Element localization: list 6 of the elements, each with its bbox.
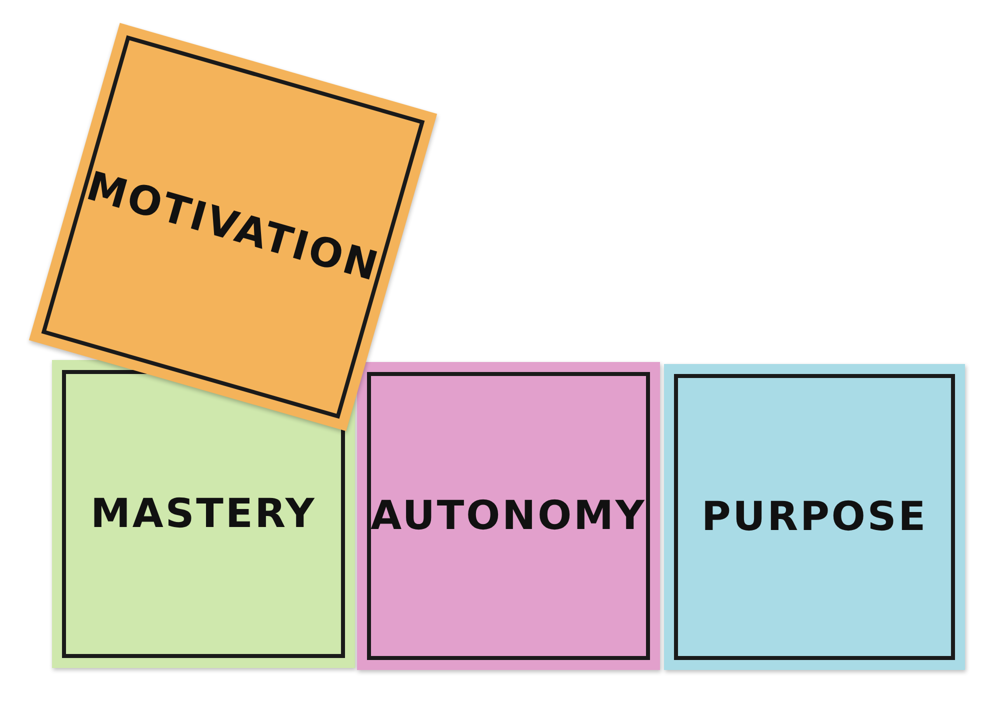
note-text: AUTONOMY xyxy=(370,493,646,539)
sticky-note xyxy=(357,362,660,670)
sticky-note xyxy=(52,360,355,668)
sticky-note xyxy=(664,364,965,670)
note-text: PURPOSE xyxy=(701,494,928,540)
note-text: MASTERY xyxy=(90,491,316,537)
